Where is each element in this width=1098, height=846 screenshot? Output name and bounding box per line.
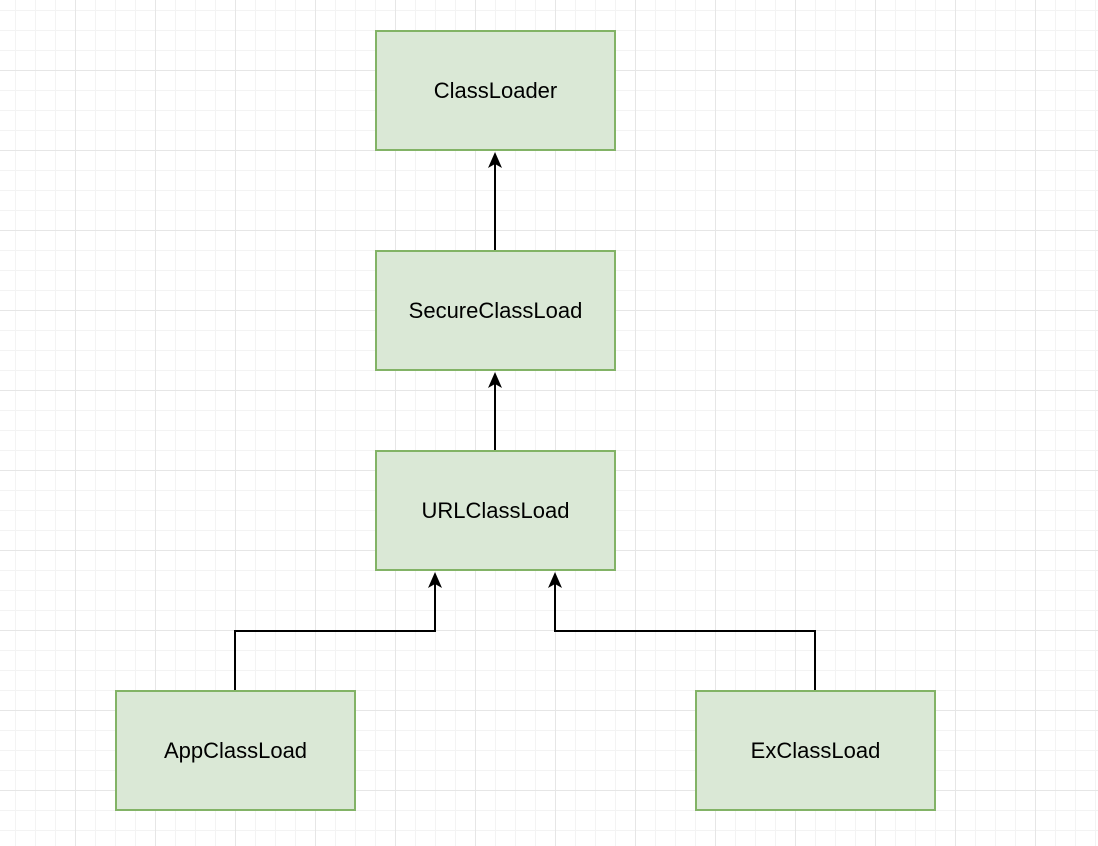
node-exclassload[interactable]: ExClassLoad [695, 690, 936, 811]
node-classloader-label: ClassLoader [433, 77, 558, 103]
node-urlclassload[interactable]: URLClassLoad [375, 450, 616, 571]
arrowhead-url-right-icon [548, 572, 562, 588]
node-urlclassload-label: URLClassLoad [421, 497, 570, 523]
node-appclassload-label: AppClassLoad [163, 737, 308, 763]
node-secureclassload[interactable]: SecureClassLoad [375, 250, 616, 371]
node-exclassload-label: ExClassLoad [750, 737, 881, 763]
node-secureclassload-label: SecureClassLoad [408, 297, 583, 323]
node-classloader[interactable]: ClassLoader [375, 30, 616, 151]
arrowhead-secure-icon [488, 372, 502, 388]
arrowhead-url-left-icon [428, 572, 442, 588]
edge-app-to-url [234, 575, 436, 690]
arrowhead-classloader-icon [488, 152, 502, 168]
node-appclassload[interactable]: AppClassLoad [115, 690, 356, 811]
edge-ex-to-url [554, 575, 816, 690]
